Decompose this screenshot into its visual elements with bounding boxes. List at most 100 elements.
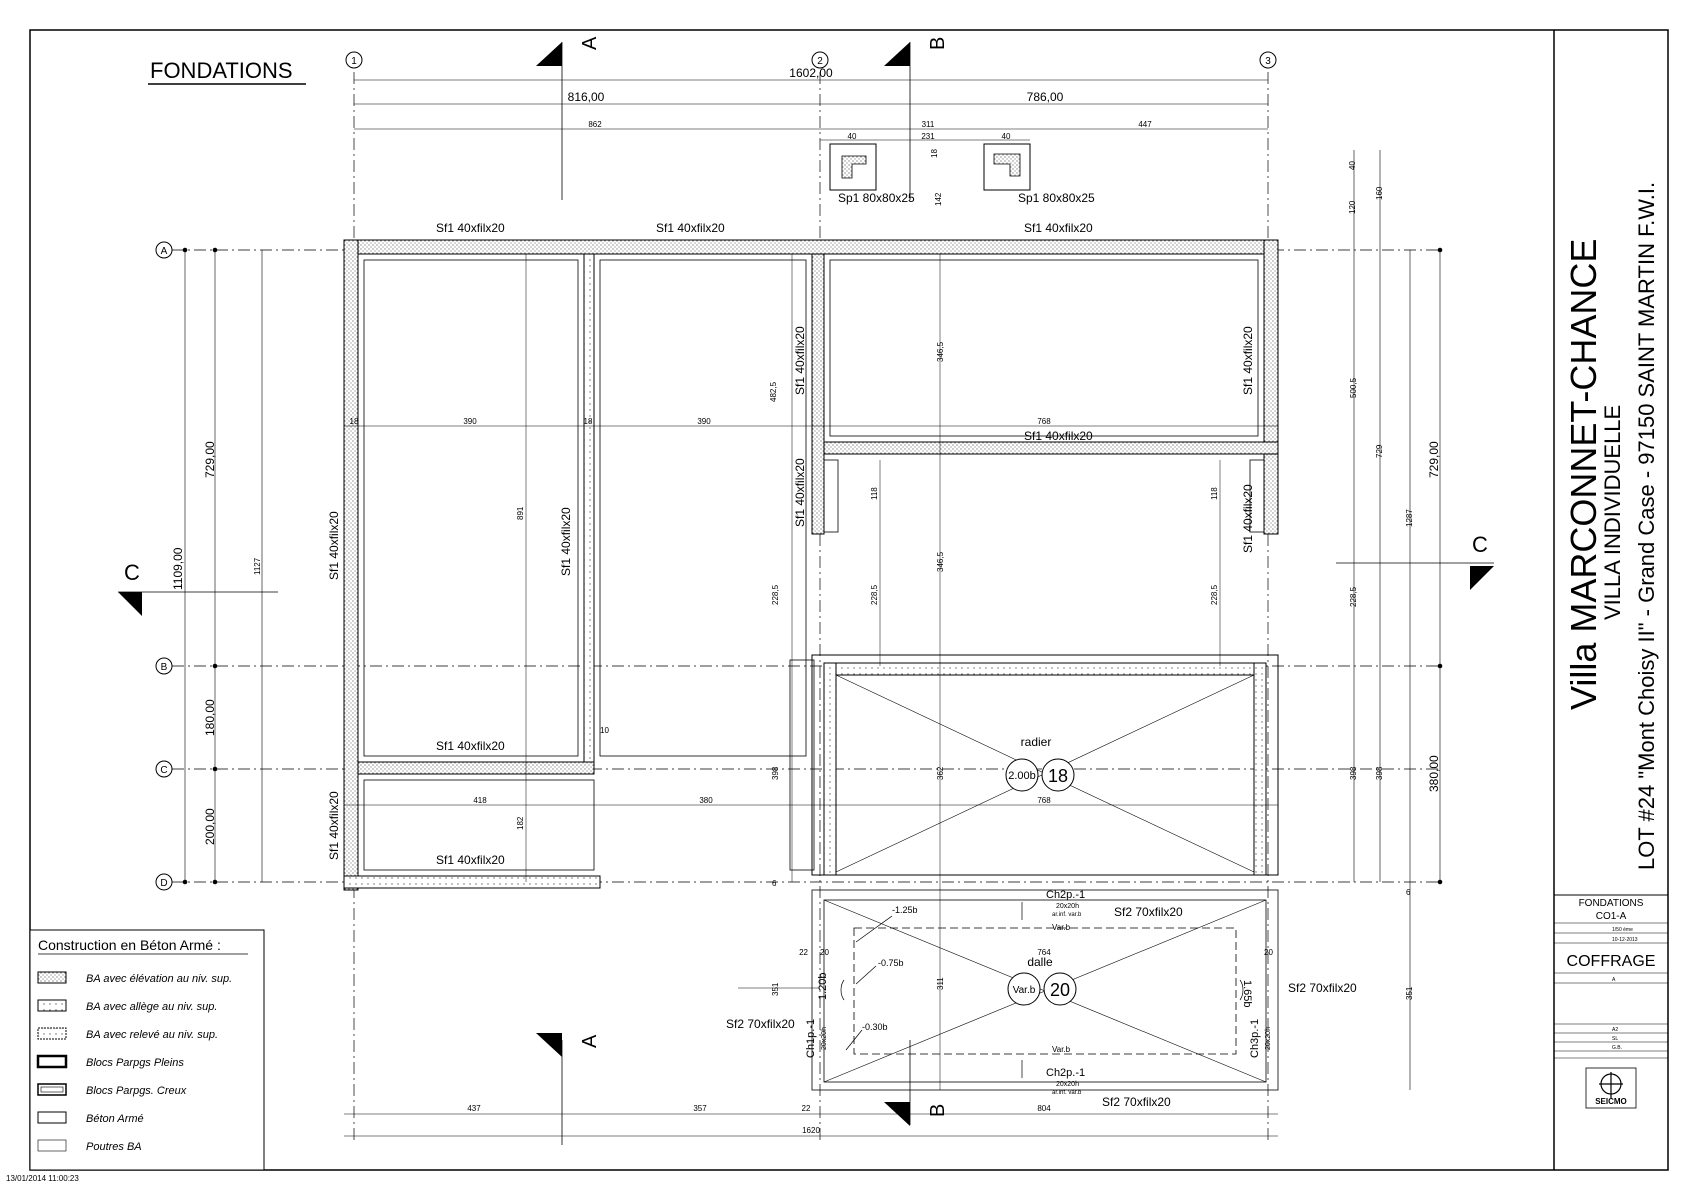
dim-231: 231 — [921, 132, 935, 141]
dim-h-418: 418 — [473, 796, 487, 805]
print-timestamp: 13/01/2014 11:00:23 — [6, 1174, 79, 1183]
axis-row-c: C — [160, 765, 167, 776]
dalle-label: dalle — [1027, 955, 1053, 969]
dim-40-c: 40 — [1348, 161, 1357, 170]
sf1-label-left-vertical: Sf1 40xfilx20 — [327, 511, 341, 580]
dim-v-228-b: 228,5 — [870, 584, 879, 605]
ch2p-top-sub2: ar.inf. var.b — [1052, 912, 1082, 918]
pad-sp1-right — [983, 143, 1031, 191]
ch2p-bottom: Ch2p.-1 — [1046, 1067, 1085, 1079]
dim-v-311: 311 — [936, 977, 945, 990]
dim-v-398-c: 398 — [771, 766, 780, 780]
dim-160: 160 — [1375, 186, 1384, 200]
dim-overall-top: 1602,00 — [789, 66, 833, 80]
ch3p-sub: 20x20h — [1265, 1027, 1272, 1050]
dalle-level-marker: Var.b 20 — [1007, 972, 1077, 1006]
legend-title: Construction en Béton Armé : — [38, 937, 221, 953]
dim-h-768-a: 768 — [1037, 417, 1051, 426]
dim-b-357: 357 — [693, 1104, 707, 1113]
dim-v-351-right: 351 — [1405, 986, 1414, 1000]
top-dimensions — [354, 79, 1268, 141]
sheet-format: A2 — [1612, 1027, 1618, 1033]
level-arrows — [840, 902, 1244, 1078]
axis-col-1: 1 — [351, 56, 357, 67]
legend-item-3: Blocs Parpgs Pleins — [86, 1057, 184, 1069]
pad-sp1-right-label: Sp1 80x80x25 — [1018, 191, 1095, 205]
dim-h-18-b: 18 — [584, 417, 593, 426]
dim-h-6-b: 6 — [1406, 888, 1411, 897]
legend-item-1: BA avec allège au niv. sup. — [86, 1001, 217, 1013]
dim-h-380: 380 — [699, 796, 713, 805]
ch1p-sub: 20x20h — [821, 1027, 828, 1050]
level-165: 1.65b — [1241, 980, 1253, 1008]
dim-v-118-b: 118 — [1210, 487, 1219, 500]
ch2p-top-sub: 20x20h — [1056, 903, 1079, 910]
column-axis-markers: 1 2 3 — [345, 51, 1277, 69]
dim-v-398-right-b: 398 — [1375, 766, 1384, 780]
row-axis-markers: A B C D — [155, 241, 173, 891]
dim-v-118-a: 118 — [870, 487, 879, 500]
dim-40-a: 40 — [848, 132, 857, 141]
dim-v-228-right: 228,5 — [1349, 586, 1358, 607]
axis-row-a: A — [161, 246, 168, 257]
sheet-scale: 1/50 ème — [1612, 927, 1633, 933]
sheet-drawn-by: SL — [1612, 1036, 1618, 1042]
dim-120: 120 — [1348, 200, 1357, 214]
dim-b-22: 22 — [802, 1104, 811, 1113]
sf1-label-mid-right: Sf1 40xfilx20 — [1024, 429, 1093, 443]
legend-item-6: Poutres BA — [86, 1141, 142, 1153]
room-outlines — [363, 259, 1265, 871]
dim-v-362: 362 — [936, 766, 945, 780]
section-a-top: A — [579, 36, 601, 50]
logo-text: SEICMO — [1595, 1097, 1627, 1106]
sf1-label-centre-vertical-b: Sf1 40xfilx20 — [793, 458, 807, 527]
dim-v-228-a: 228,5 — [771, 584, 780, 605]
axis-col-3: 3 — [1265, 56, 1271, 67]
drawing-title: FONDATIONS — [150, 58, 293, 83]
dalle-thickness: 20 — [1050, 980, 1070, 1000]
dim-h-18-a: 18 — [350, 417, 359, 426]
dim-right-span: 786,00 — [1027, 90, 1064, 104]
pad-sp1-left — [829, 143, 877, 191]
title-block: Villa MARCONNET-CHANCE VILLA INDIVIDUELL… — [1554, 182, 1668, 1109]
project-address: LOT #24 "Mont Choisy II" - Grand Case - … — [1634, 182, 1659, 870]
foundation-walls — [343, 239, 1279, 891]
dim-862: 862 — [588, 120, 602, 129]
axis-row-d: D — [160, 878, 167, 889]
sf1-label-row-c: Sf1 40xfilx20 — [436, 739, 505, 753]
dim-h-390-a: 390 — [463, 417, 477, 426]
dim-142: 142 — [934, 192, 943, 206]
axis-col-2: 2 — [817, 56, 823, 67]
section-a-bottom: A — [579, 1034, 601, 1048]
bottom-dimensions — [344, 1113, 1278, 1137]
sf2-label-left: Sf2 70xfilx20 — [726, 1017, 795, 1031]
sheet-code: CO1-A — [1596, 911, 1627, 922]
dim-v-729-small: 729 — [1375, 444, 1384, 458]
ch2p-bottom-sub2: ar.inf. var.b — [1052, 1090, 1082, 1096]
dim-h-10: 10 — [600, 726, 609, 735]
dim-v-351-a: 351 — [771, 982, 780, 996]
dim-h-22: 22 — [799, 948, 808, 957]
section-b-bottom: B — [927, 1104, 949, 1117]
company-logo: SEICMO — [1585, 1067, 1637, 1109]
sf1-label-right-vertical-b: Sf1 40xfilx20 — [1241, 484, 1255, 553]
ch2p-top: Ch2p.-1 — [1046, 889, 1085, 901]
dim-v-398-right-a: 398 — [1349, 766, 1358, 780]
dim-18-a: 18 — [930, 149, 939, 158]
dim-h-768-b: 768 — [1037, 796, 1051, 805]
level-120: 1.20b — [817, 972, 829, 1000]
dim-v-346-a: 346,5 — [936, 341, 945, 362]
section-markers: A A B B C C — [118, 36, 1494, 1145]
dim-v-891: 891 — [516, 506, 525, 520]
dim-v-228-c: 228,5 — [1210, 584, 1219, 605]
sheet-title: FONDATIONS — [1579, 898, 1644, 909]
right-dimensions — [1353, 150, 1443, 1090]
ch2p-bottom-sub: 20x20h — [1056, 1081, 1079, 1088]
varb-top: Var.b — [1052, 923, 1071, 932]
dim-311: 311 — [922, 120, 935, 129]
dim-v-380-right: 380,00 — [1427, 755, 1441, 792]
sf1-label-top-b: Sf1 40xfilx20 — [656, 221, 725, 235]
dim-447: 447 — [1138, 120, 1152, 129]
dim-h-20-b: 20 — [1264, 948, 1273, 957]
